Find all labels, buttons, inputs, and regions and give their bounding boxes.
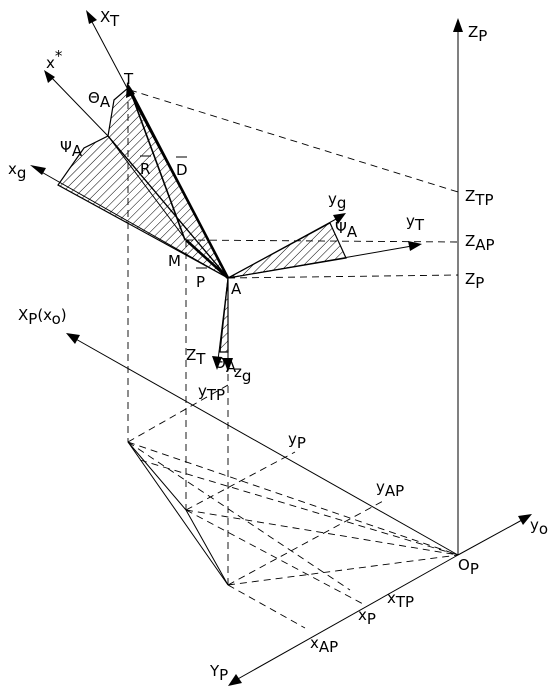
label-zt: ZT [186, 346, 206, 368]
label-yo: yo [530, 516, 548, 538]
label-ztp: ZTP [465, 187, 494, 209]
label-xp: XP(xo) [18, 306, 67, 328]
psi-angle-right-region [227, 222, 347, 279]
label-a: A [231, 280, 242, 298]
axis-zp [453, 18, 463, 555]
projection-lines [127, 89, 459, 629]
label-t: T [123, 70, 134, 88]
axis-xp [66, 333, 459, 556]
axis-yp [228, 554, 459, 686]
label-psi-a-right: ΨA [335, 219, 358, 241]
label-zg: zg [234, 363, 251, 385]
label-zap: ZAP [465, 232, 495, 254]
label-ytp: yTP [198, 382, 225, 404]
label-xt: XT [100, 8, 120, 30]
label-zp: ZP [468, 23, 487, 45]
label-op: OP [458, 556, 479, 578]
label-theta-a-bottom: ΘA [214, 354, 237, 376]
label-xp-lower: xP [358, 606, 376, 628]
label-theta-a-top: ΘA [88, 89, 111, 111]
label-yt: yT [406, 212, 425, 234]
label-xap: xAP [310, 634, 338, 656]
label-psi-a-left: ΨA [60, 138, 83, 160]
label-yp-axis: YP [209, 662, 228, 684]
label-xstar: x* [46, 47, 63, 72]
label-d: D [176, 161, 188, 179]
label-xtp: xTP [387, 589, 414, 611]
line-a-to-xg-side [107, 135, 187, 241]
label-m: M [168, 252, 181, 270]
ground-triangle [127, 441, 229, 586]
label-zp-right: ZP [465, 270, 484, 292]
vector-p [185, 239, 229, 279]
label-p: P [196, 273, 205, 291]
label-yap: yAP [376, 478, 404, 500]
label-yg: yg [328, 190, 346, 212]
theta-angle-bottom-region [219, 277, 229, 353]
label-r: R [140, 160, 150, 178]
label-xg: xg [8, 160, 26, 182]
axis-yo [457, 514, 532, 556]
label-yp: yP [288, 430, 306, 452]
vector-r [129, 89, 186, 241]
axis-xstar [44, 70, 109, 137]
